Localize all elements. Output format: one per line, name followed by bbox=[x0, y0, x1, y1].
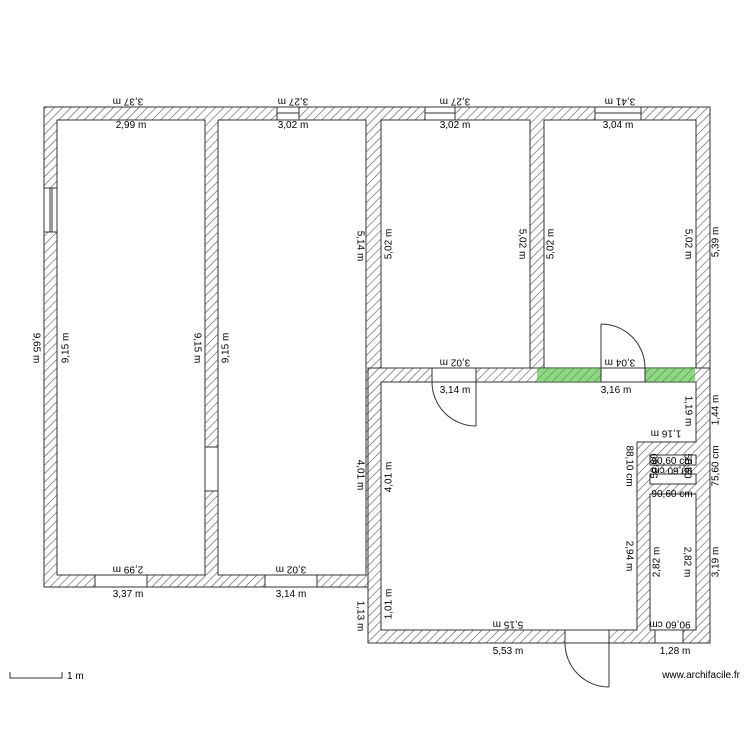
dim-closet-bottom: 1,28 m bbox=[660, 646, 691, 657]
watermark: www.archifacile.fr bbox=[661, 670, 740, 681]
dim-top-outer-2: 3,27 m bbox=[278, 95, 309, 106]
room-2[interactable] bbox=[217, 119, 367, 576]
dim-room-4-bottom: 3,16 m bbox=[601, 385, 632, 396]
room-5[interactable] bbox=[380, 381, 697, 631]
dim-step-outer: 1,13 m bbox=[354, 601, 365, 632]
dim-closet-bottom-flip: 90,60 cm bbox=[649, 618, 690, 629]
closet-cell-2[interactable] bbox=[649, 473, 697, 485]
door-swing-room-3 bbox=[431, 381, 477, 427]
dim-room-4-left: 5,02 m bbox=[546, 229, 557, 260]
dim-top-outer-1: 3,37 m bbox=[113, 95, 144, 106]
dim-closet-wall-1: 1,19 m bbox=[682, 396, 693, 427]
door-opening-main[interactable] bbox=[564, 629, 610, 644]
dim-step-inner: 1,01 m bbox=[384, 589, 395, 620]
dim-room-3-bottom-flip: 3,02 m bbox=[440, 356, 471, 367]
dim-room-4-bottom-flip: 3,04 m bbox=[605, 356, 636, 367]
dim-bottom-left-flip: 2,99 m bbox=[113, 563, 144, 574]
door-opening-room-4[interactable] bbox=[600, 367, 646, 383]
dim-room-3-bottom: 3,14 m bbox=[440, 385, 471, 396]
scale-label: 1 m bbox=[67, 671, 84, 682]
dim-closet-a: 50,60 bbox=[650, 453, 661, 478]
room-3[interactable] bbox=[380, 119, 531, 369]
door-opening-bottom-2[interactable] bbox=[264, 574, 318, 588]
door-opening-bottom-1[interactable] bbox=[94, 574, 148, 588]
dim-bottom-left: 3,37 m bbox=[113, 589, 144, 600]
dim-room-1-height: 9,15 m bbox=[61, 333, 72, 364]
dim-closet-282-b: 2,82 m bbox=[681, 547, 692, 578]
dim-big-room-bottom: 5,53 m bbox=[493, 646, 524, 657]
dim-top-inner-2: 3,02 m bbox=[278, 120, 309, 131]
door-opening-closet[interactable] bbox=[654, 629, 684, 644]
door-opening-partition[interactable] bbox=[204, 446, 219, 492]
window-top-4[interactable] bbox=[594, 106, 642, 121]
dim-top-inner-1: 2,99 m bbox=[116, 120, 147, 131]
dim-bottom-mid-flip: 3,02 m bbox=[276, 563, 307, 574]
dim-room-4-right: 5,02 m bbox=[682, 229, 693, 260]
room-4[interactable] bbox=[543, 119, 697, 369]
window-top-3[interactable] bbox=[424, 106, 456, 121]
dim-bottom-mid: 3,14 m bbox=[276, 589, 307, 600]
dim-room-2-height-outer: 5,14 m bbox=[354, 231, 365, 262]
dim-top-outer-3: 3,27 m bbox=[440, 95, 471, 106]
room-6[interactable] bbox=[649, 493, 697, 631]
dim-closet-width-flip: 1,16 m bbox=[651, 427, 682, 438]
window-left[interactable] bbox=[43, 187, 58, 233]
door-opening-room-3[interactable] bbox=[431, 367, 477, 383]
dim-closet-88: 88,10 cm bbox=[623, 445, 634, 486]
dim-room-3-left: 5,02 m bbox=[384, 229, 395, 260]
scale-bar bbox=[9, 672, 63, 679]
closet-cell-1[interactable] bbox=[649, 454, 697, 466]
dim-room-2-left: 9,15 m bbox=[191, 333, 202, 364]
dim-big-room-outer-left: 4,01 m bbox=[354, 460, 365, 491]
dim-room-2-right: 9,15 m bbox=[221, 333, 232, 364]
dim-big-room-bottom-flip: 5,15 m bbox=[493, 618, 524, 629]
dim-closet-294: 2,94 m bbox=[623, 541, 634, 572]
dim-right-outer-bottom: 3,19 m bbox=[711, 547, 722, 578]
dim-top-inner-3: 3,02 m bbox=[440, 120, 471, 131]
dim-closet-b: 50,60 bbox=[681, 453, 692, 478]
door-swing-room-4 bbox=[600, 323, 646, 369]
dim-left-outer: 9,65 m bbox=[30, 333, 41, 364]
dim-room-3-right: 5,02 m bbox=[516, 229, 527, 260]
dim-top-inner-4: 3,04 m bbox=[603, 120, 634, 131]
dim-right-outer-top: 5,39 m bbox=[711, 227, 722, 258]
dim-closet-90-b: 90,60 cm bbox=[651, 464, 692, 475]
dim-closet-90-a: 90,60 cm bbox=[651, 456, 692, 467]
dim-closet-75: 75,60 cm bbox=[711, 445, 722, 486]
dim-closet-282-a: 2,82 m bbox=[652, 547, 663, 578]
door-swing-main bbox=[564, 642, 610, 688]
room-1[interactable] bbox=[56, 119, 206, 576]
dim-big-room-inner-left: 4,01 m bbox=[384, 462, 395, 493]
dim-closet-90-c: 90,60 cm bbox=[651, 489, 692, 500]
dim-top-outer-4: 3,41 m bbox=[605, 95, 636, 106]
window-top-2[interactable] bbox=[276, 106, 300, 121]
dim-right-outer-mid: 1,44 m bbox=[711, 395, 722, 426]
